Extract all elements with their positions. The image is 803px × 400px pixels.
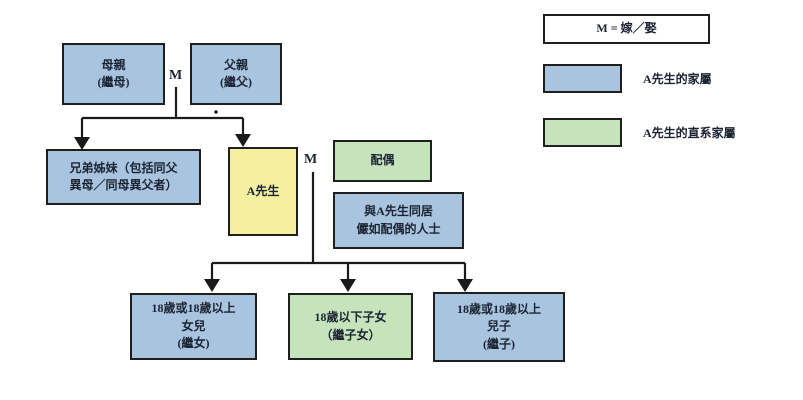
connector-couple-to-children — [204, 172, 473, 292]
node-siblings: 兄弟姊妹（包括同父 異母／同母異父者） — [46, 149, 201, 205]
legend-swatch-family-member — [543, 64, 622, 93]
node-minor-children: 18歲以下子女 （繼子女） — [288, 293, 413, 360]
legend-label-direct-family: A先生的直系家屬 — [643, 126, 736, 140]
node-spouse: 配偶 — [333, 140, 432, 182]
marriage-symbol-parents: M — [169, 68, 183, 83]
node-father: 父親 (繼父) — [190, 43, 282, 105]
node-mother: 母親 (繼母) — [62, 43, 165, 105]
connector-parents-to-children — [74, 87, 251, 150]
legend-label-family-member: A先生的家屬 — [643, 72, 712, 86]
marriage-symbol-spouse: M — [304, 152, 318, 167]
node-adult-daughter: 18歲或18歲以上 女兒 (繼女) — [130, 293, 257, 360]
node-cohabitant: 與A先生同居 儼如配偶的人士 — [333, 192, 464, 249]
legend-marriage-note: M = 嫁／娶 — [543, 14, 710, 44]
node-person-a: A先生 — [228, 147, 298, 236]
node-adult-son: 18歲或18歲以上 兒子 (繼子) — [433, 292, 565, 362]
legend-swatch-direct-family — [543, 118, 622, 147]
